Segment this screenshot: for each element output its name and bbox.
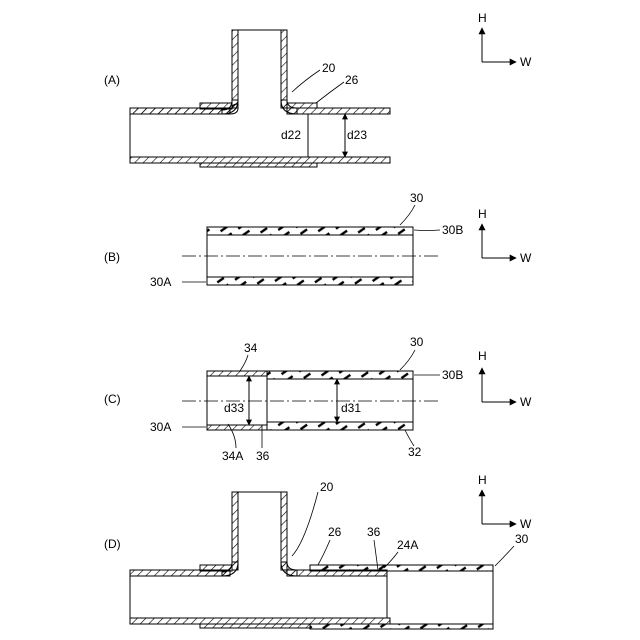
branch-wall-right-d	[281, 492, 287, 570]
panel-a: (A) d22 d23 20 26 H W	[104, 11, 532, 167]
thin-wall-bottom	[207, 425, 267, 430]
tube-top-wall-d	[310, 565, 493, 571]
ref-32: 32	[408, 445, 422, 459]
axis-h-label-b: H	[478, 207, 487, 221]
panel-c-label: (C)	[104, 392, 121, 406]
leader-20-d	[292, 492, 318, 556]
ref-36-d: 36	[367, 525, 381, 539]
ref-20-d: 20	[320, 480, 334, 494]
main-bottom-wall-d	[130, 618, 390, 624]
tube-top-wall	[207, 227, 413, 235]
reinforce-left-d	[200, 565, 232, 571]
ref-30-c: 30	[410, 335, 424, 349]
leader-30-b	[400, 205, 415, 225]
ref-30-b: 30	[410, 191, 424, 205]
panel-d: (D) 20 26 36 24A 30 H W	[104, 473, 532, 629]
branch-wall-right	[281, 30, 287, 108]
axis-indicator-a: H W	[478, 11, 532, 69]
dim-d33: d33	[224, 401, 244, 415]
axis-h-label: H	[478, 11, 487, 25]
dim-d31: d31	[341, 401, 361, 415]
axis-indicator-d: H W	[478, 473, 532, 531]
axis-w-label-b: W	[520, 251, 532, 265]
thick-portion-top	[287, 103, 317, 108]
ref-34: 34	[244, 341, 258, 355]
tube-bottom-wall	[207, 277, 413, 285]
dim-d22: d22	[281, 128, 301, 142]
branch-wall-left-d	[232, 492, 238, 570]
panel-a-label: (A)	[104, 73, 120, 87]
thick-portion-bottom	[200, 163, 317, 167]
axis-h-label-c: H	[478, 349, 487, 363]
ref-30A-b: 30A	[150, 275, 171, 289]
leader-26-d	[318, 540, 330, 565]
thin-wall-top	[207, 371, 267, 376]
main-bottom-wall	[130, 157, 390, 163]
ref-26-d: 26	[328, 525, 342, 539]
ref-34A: 34A	[222, 449, 243, 463]
leader-26	[316, 82, 344, 103]
axis-indicator-b: H W	[478, 207, 532, 265]
tube-bottom-wall-c	[267, 422, 413, 430]
ref-36-c: 36	[256, 449, 270, 463]
thick-portion-bottom-d	[200, 624, 310, 628]
leader-30-d	[495, 546, 514, 566]
leader-30b	[414, 230, 440, 231]
panel-b-label: (B)	[104, 250, 120, 264]
main-top-wall-right	[287, 108, 390, 114]
axis-w-label: W	[520, 55, 532, 69]
branch-wall-left	[232, 30, 238, 108]
ref-20: 20	[322, 61, 336, 75]
panel-b: (B) 30 30B 30A H W	[104, 191, 532, 289]
ref-30A-c: 30A	[150, 420, 171, 434]
axis-indicator-c: H W	[478, 349, 532, 409]
panel-c: (C) d33 d31 34 30 30B 30A 34A 36 32 H W	[104, 335, 532, 463]
leader-30-c	[400, 350, 415, 370]
ref-30B-b: 30B	[442, 223, 463, 237]
dim-d23: d23	[347, 128, 367, 142]
leader-32	[405, 430, 414, 446]
ref-30-d: 30	[515, 532, 529, 546]
tube-top-wall-c	[267, 371, 413, 379]
panel-d-label: (D)	[104, 537, 121, 551]
axis-h-label-d: H	[478, 473, 487, 487]
ref-26: 26	[345, 73, 359, 87]
ref-30B-c: 30B	[442, 368, 463, 382]
leader-20	[292, 70, 320, 92]
reinforce-left	[200, 103, 232, 109]
leader-34	[240, 355, 248, 371]
ref-24A: 24A	[397, 538, 418, 552]
axis-w-label-c: W	[520, 395, 532, 409]
tube-bottom-wall-d	[310, 624, 493, 629]
axis-w-label-d: W	[520, 517, 532, 531]
